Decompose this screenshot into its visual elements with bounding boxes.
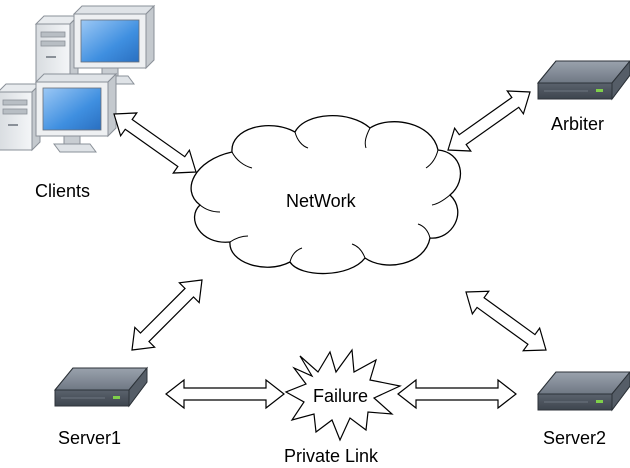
server2-link-arrow xyxy=(397,378,517,410)
arbiter-server-icon xyxy=(537,60,630,100)
arbiter-label: Arbiter xyxy=(551,114,604,134)
clients-label: Clients xyxy=(35,181,90,201)
server2-network-arrow xyxy=(465,290,547,352)
server1-link-arrow xyxy=(165,378,285,410)
connection-arrows xyxy=(113,90,547,410)
network-label: NetWork xyxy=(286,191,357,211)
server1-label: Server1 xyxy=(58,428,121,448)
server2-label: Server2 xyxy=(543,428,606,448)
cloud-icon xyxy=(190,115,461,275)
server2-icon xyxy=(537,371,630,411)
private-link-label: Private Link xyxy=(284,446,379,466)
clients-network-arrow xyxy=(113,112,197,174)
server1-network-arrow xyxy=(131,279,203,351)
failure-label: Failure xyxy=(313,386,368,406)
server1-icon xyxy=(54,367,148,407)
explosion-burst-icon xyxy=(284,348,402,442)
arbiter-network-arrow xyxy=(447,90,531,152)
